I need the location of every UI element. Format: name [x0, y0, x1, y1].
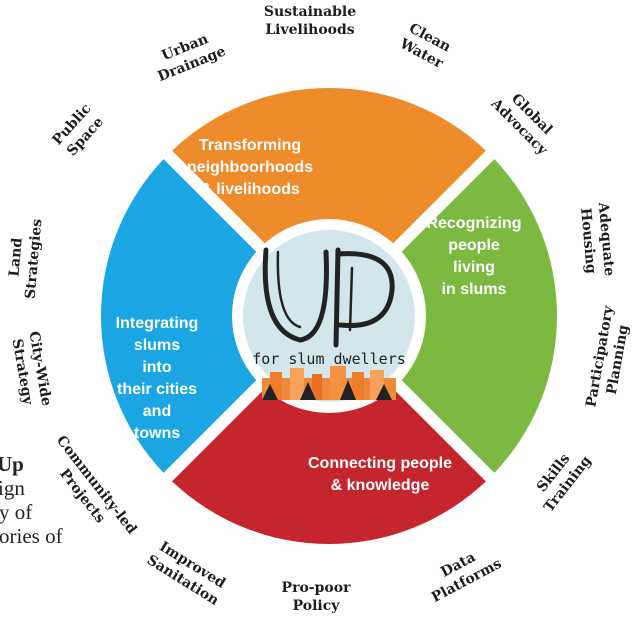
quadrant-label-connecting: Connecting people& knowledge — [308, 455, 452, 494]
body-text-line-4: ories of — [0, 524, 63, 548]
svg-text:UrbanDrainage: UrbanDrainage — [149, 27, 228, 85]
outer-label-participatory-planning: ParticipatoryPlanning — [583, 304, 633, 412]
body-text-line-2: ign — [0, 476, 25, 500]
svg-text:PublicSpace: PublicSpace — [49, 101, 107, 161]
skyline-illustration — [262, 366, 396, 400]
quadrant-recognizing — [401, 159, 557, 473]
outer-label-global-advocacy: GlobalAdvocacy — [487, 82, 564, 159]
outer-label-urban-drainage: UrbanDrainage — [149, 27, 228, 85]
outer-label-skills-training: SkillsTraining — [527, 442, 595, 516]
svg-text:CleanWater: CleanWater — [396, 20, 454, 73]
outer-label-data-platforms: DataPlatforms — [421, 540, 505, 606]
svg-text:GlobalAdvocacy: GlobalAdvocacy — [487, 82, 564, 159]
outer-label-improved-sanitation: ImprovedSanitation — [144, 537, 231, 609]
up-logo — [262, 247, 395, 348]
body-text-line-3: y of — [0, 500, 33, 524]
outer-label-clean-water: CleanWater — [396, 20, 454, 73]
outer-label-public-space: PublicSpace — [49, 101, 107, 161]
svg-text:LandStrategies: LandStrategies — [5, 216, 46, 299]
body-text-line-1: Up — [0, 452, 24, 476]
quadrant-integrating — [100, 159, 257, 473]
quadrant-connecting — [172, 388, 486, 544]
svg-text:SkillsTraining: SkillsTraining — [527, 442, 595, 516]
outer-label-city-wide-strategy: City-WideStrategy — [8, 330, 55, 410]
svg-text:DataPlatforms: DataPlatforms — [421, 540, 505, 606]
center-tagline: for slum dwellers — [252, 350, 406, 368]
svg-text:ImprovedSanitation: ImprovedSanitation — [144, 537, 231, 609]
svg-text:City-WideStrategy: City-WideStrategy — [8, 330, 55, 410]
outer-label-adequate-housing: AdequateHousing — [577, 201, 617, 279]
svg-text:AdequateHousing: AdequateHousing — [577, 201, 617, 279]
outer-label-land-strategies: LandStrategies — [5, 216, 46, 300]
svg-text:ParticipatoryPlanning: ParticipatoryPlanning — [583, 304, 633, 412]
center-logo-background — [243, 230, 415, 402]
quadrant-transforming — [172, 87, 486, 244]
